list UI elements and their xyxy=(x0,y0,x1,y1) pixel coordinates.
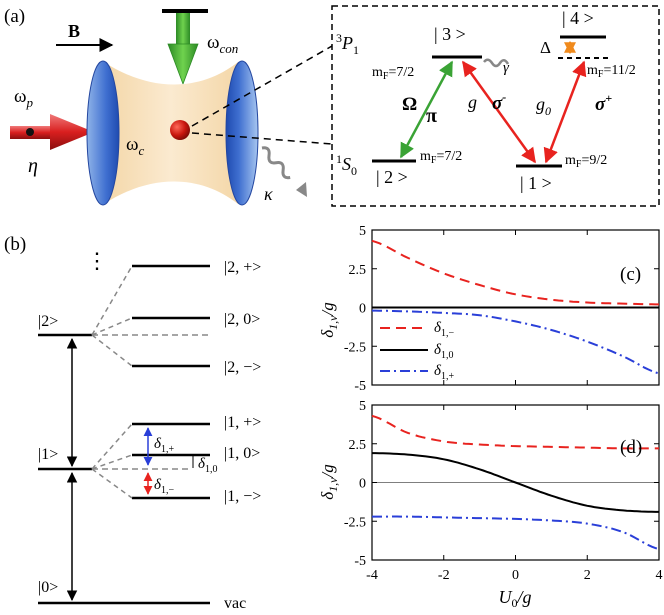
state-label-1-minus: |1, −> xyxy=(224,488,261,505)
state-label-2-minus: |2, −> xyxy=(224,359,261,376)
legend-delta-plus: δ1,+ xyxy=(434,363,454,382)
term-3p1: 3P1 xyxy=(336,31,359,57)
plot-c-ylabel: δ1,ν/g xyxy=(318,302,340,337)
state-label-1-zero: |1, 0> xyxy=(224,445,260,462)
cavity-decay-wave-icon xyxy=(261,146,291,180)
control-freq-label: ωcon xyxy=(207,32,238,56)
plot-d-ytick-label: 5 xyxy=(359,399,366,414)
state-label-2-zero: |2, 0> xyxy=(224,311,260,328)
plot-c-ytick-label: -5 xyxy=(354,379,366,394)
state-label-vac: vac xyxy=(224,595,246,612)
plot-c-ytick-label: -2.5 xyxy=(344,340,366,355)
state-label-2-plus: |2, +> xyxy=(224,259,261,276)
plot-c-legend: δ1,− δ1,0 δ1,+ xyxy=(380,320,454,382)
manifold-1-label: |1> xyxy=(38,446,58,463)
left-mirror-icon xyxy=(86,60,120,206)
plot-d-xtick-label: -4 xyxy=(366,568,378,583)
plot-d-series-0 xyxy=(371,414,659,450)
plot-c-ytick-label: 5 xyxy=(359,224,366,239)
plot-c: 5 2.5 0 -2.5 -5 (c) δ1,ν/g δ1,− δ1,0 δ1,+ xyxy=(318,224,660,394)
plot-d-ticks: 5 2.5 0 -2.5 -5-4 -2 0 2 4 xyxy=(344,399,663,583)
cavity-freq-label: ωc xyxy=(126,134,145,158)
cavity-transition-arrow xyxy=(461,60,537,164)
plot-d-ylabel: δ1,ν/g xyxy=(318,464,340,499)
level-diagram-box xyxy=(331,5,660,207)
plot-d-lines xyxy=(371,414,660,551)
plot-d-series-1 xyxy=(372,452,659,513)
plot-d-xtick-label: 4 xyxy=(656,568,663,583)
level-2-mf: mF=7/2 xyxy=(420,149,462,166)
pump-rate-label: η xyxy=(28,155,38,177)
sigma-minus-label: σ- xyxy=(492,90,506,114)
plot-d-ytick-label: -5 xyxy=(354,554,366,569)
detuning-label: Δ xyxy=(540,38,551,57)
plot-d-xtick-label: -2 xyxy=(438,568,450,583)
plot-c-ytick-label: 2.5 xyxy=(349,263,367,278)
plot-d: 5 2.5 0 -2.5 -5-4 -2 0 2 4 (d) δ1,ν/g U0/g xyxy=(318,399,663,610)
cavity-decay-label: κ xyxy=(264,184,273,204)
splitting-minus-label: δ1,− xyxy=(154,477,174,496)
splitting-zero-label: δ1,0 xyxy=(198,456,217,475)
plot-d-ytick-label: -2.5 xyxy=(344,515,366,530)
level-4-ket: | 4 > xyxy=(562,8,594,28)
right-mirror-icon xyxy=(225,60,259,206)
ellipsis-dots: ⋮ xyxy=(86,248,108,273)
atom-icon xyxy=(170,120,190,140)
manifold-2-label: |2> xyxy=(38,313,58,330)
panel-a-label: (a) xyxy=(4,6,25,27)
plot-c-lines xyxy=(371,239,660,375)
plot-d-xtick-label: 0 xyxy=(512,568,519,583)
level-1-ket: | 1 > xyxy=(520,173,552,193)
control-transition-arrow xyxy=(399,60,454,159)
term-1s0: 1S0 xyxy=(336,152,357,178)
pi-label: π xyxy=(426,105,437,127)
plot-d-xlabel: U0/g xyxy=(498,587,531,610)
omega-label: Ω xyxy=(402,94,417,115)
state-label-1-plus: |1, +> xyxy=(224,414,261,431)
plot-d-label: (d) xyxy=(620,437,642,458)
g0-label: g0 xyxy=(536,94,551,118)
plot-c-label: (c) xyxy=(620,264,641,285)
plot-d-ytick-label: 0 xyxy=(359,477,366,492)
g-label: g xyxy=(468,92,477,112)
plot-d-ytick-label: 2.5 xyxy=(349,438,367,453)
plot-d-series-2 xyxy=(372,515,660,551)
plot-c-series-0 xyxy=(371,239,659,306)
probe-beam-icon xyxy=(10,114,94,150)
gamma-label: γ xyxy=(503,60,510,76)
panel-b: (b) ⋮ |2> |1> |0> δ1,+ xyxy=(4,234,261,612)
control-beam-icon xyxy=(162,9,208,86)
zoom-line-top xyxy=(191,45,333,127)
level-1-mf: mF=9/2 xyxy=(565,153,607,170)
level-2-ket: | 2 > xyxy=(376,167,408,187)
level-3-ket: | 3 > xyxy=(434,24,466,44)
field-b-label: B xyxy=(68,21,80,41)
panel-b-label: (b) xyxy=(4,234,26,255)
splitting-plus-label: δ1,+ xyxy=(154,436,174,455)
plot-d-xtick-label: 2 xyxy=(584,568,591,583)
level-3-mf: mF=7/2 xyxy=(372,65,414,82)
sigma-plus-label: σ+ xyxy=(595,91,612,115)
plot-c-ytick-label: 0 xyxy=(359,302,366,317)
manifold-0-label: |0> xyxy=(38,579,58,596)
probe-freq-label: ωp xyxy=(14,86,34,110)
legend-delta-minus: δ1,− xyxy=(434,320,454,339)
panel-a: (a) B ωcon ωp η ωc xyxy=(4,5,660,207)
level-4-mf: mF=11/2 xyxy=(587,63,636,80)
legend-delta-zero: δ1,0 xyxy=(434,342,453,361)
plot-c-series-2 xyxy=(372,309,660,375)
g0-transition-arrow xyxy=(543,60,587,164)
